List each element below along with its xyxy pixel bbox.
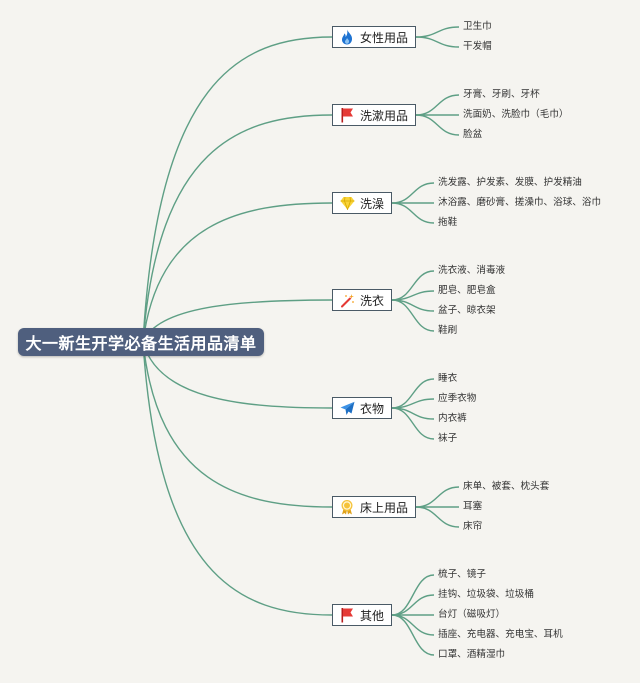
connector-line — [391, 594, 435, 616]
branch-label: 洗澡 — [360, 196, 385, 211]
branch-toiletries[interactable]: 洗漱用品 — [332, 104, 417, 126]
leaf-item[interactable]: 袜子 — [438, 433, 458, 444]
branch-female-products[interactable]: 女性用品 — [332, 26, 417, 48]
branch-clothing[interactable]: 衣物 — [332, 397, 393, 419]
branch-label: 衣物 — [360, 401, 385, 416]
leaf-item[interactable]: 耳塞 — [463, 501, 483, 512]
leaf-item[interactable]: 床单、被套、枕头套 — [463, 481, 550, 492]
connector-line — [415, 114, 460, 136]
magic-wand-icon — [339, 292, 355, 308]
leaf-item[interactable]: 肥皂、肥皂盒 — [438, 285, 496, 296]
leaf-item[interactable]: 沐浴露、磨砂膏、搓澡巾、浴球、浴巾 — [438, 197, 602, 208]
connector-line — [391, 299, 435, 332]
connector-line — [415, 94, 460, 116]
connector-line — [391, 407, 435, 440]
leaf-item[interactable]: 脸盆 — [463, 129, 483, 140]
branch-label: 女性用品 — [360, 30, 409, 45]
connector-line — [142, 36, 333, 343]
connector-line — [415, 36, 460, 48]
connector-line — [415, 26, 460, 38]
leaf-item[interactable]: 洗衣液、消毒液 — [438, 265, 506, 276]
leaf-item[interactable]: 盆子、晾衣架 — [438, 305, 496, 316]
leaf-item[interactable]: 内衣裤 — [438, 413, 467, 424]
connector-line — [391, 182, 435, 204]
connector-line — [391, 202, 435, 224]
connector-line — [391, 614, 435, 636]
branch-bathing[interactable]: 洗澡 — [332, 192, 393, 214]
leaf-item[interactable]: 干发帽 — [463, 41, 492, 52]
leaf-item[interactable]: 床帘 — [463, 521, 483, 532]
branch-label: 其他 — [360, 608, 385, 623]
leaf-item[interactable]: 口罩、酒精湿巾 — [438, 649, 506, 660]
root-label: 大一新生开学必备生活用品清单 — [25, 334, 257, 353]
leaf-item[interactable]: 睡衣 — [438, 373, 458, 384]
leaf-item[interactable]: 拖鞋 — [438, 217, 458, 228]
branch-bedding[interactable]: 床上用品 — [332, 496, 417, 518]
leaf-item[interactable]: 卫生巾 — [463, 21, 492, 32]
medal-icon — [339, 499, 355, 515]
leaf-item[interactable]: 梳子、镜子 — [438, 569, 486, 580]
leaf-item[interactable]: 挂钩、垃圾袋、垃圾桶 — [438, 589, 534, 600]
root-node[interactable]: 大一新生开学必备生活用品清单 — [18, 328, 264, 356]
red-flag-icon — [339, 107, 355, 123]
diamond-icon — [339, 195, 355, 211]
leaf-item[interactable]: 洗面奶、洗脸巾（毛巾） — [463, 109, 569, 120]
flame-icon — [339, 29, 355, 45]
branch-label: 床上用品 — [360, 500, 409, 515]
leaf-item[interactable]: 插座、充电器、充电宝、耳机 — [438, 629, 563, 640]
connector-line — [415, 486, 460, 508]
connector-line — [142, 341, 333, 409]
branch-label: 洗漱用品 — [360, 108, 409, 123]
leaf-item[interactable]: 牙膏、牙刷、牙杯 — [463, 89, 540, 100]
branch-laundry[interactable]: 洗衣 — [332, 289, 393, 311]
branch-others[interactable]: 其他 — [332, 604, 393, 626]
leaf-item[interactable]: 台灯（磁吸灯） — [438, 609, 506, 620]
branch-label: 洗衣 — [360, 293, 385, 308]
leaf-item[interactable]: 鞋刷 — [438, 325, 458, 336]
leaf-item[interactable]: 洗发露、护发素、发膜、护发精油 — [438, 177, 582, 188]
red-flag-icon — [339, 607, 355, 623]
connector-line — [142, 341, 333, 616]
connector-line — [142, 341, 333, 508]
connector-line — [142, 114, 333, 343]
connector-line — [415, 506, 460, 528]
leaf-item[interactable]: 应季衣物 — [438, 393, 477, 404]
connector-line — [391, 614, 435, 656]
connector-line — [142, 202, 333, 343]
paper-plane-icon — [339, 400, 355, 416]
